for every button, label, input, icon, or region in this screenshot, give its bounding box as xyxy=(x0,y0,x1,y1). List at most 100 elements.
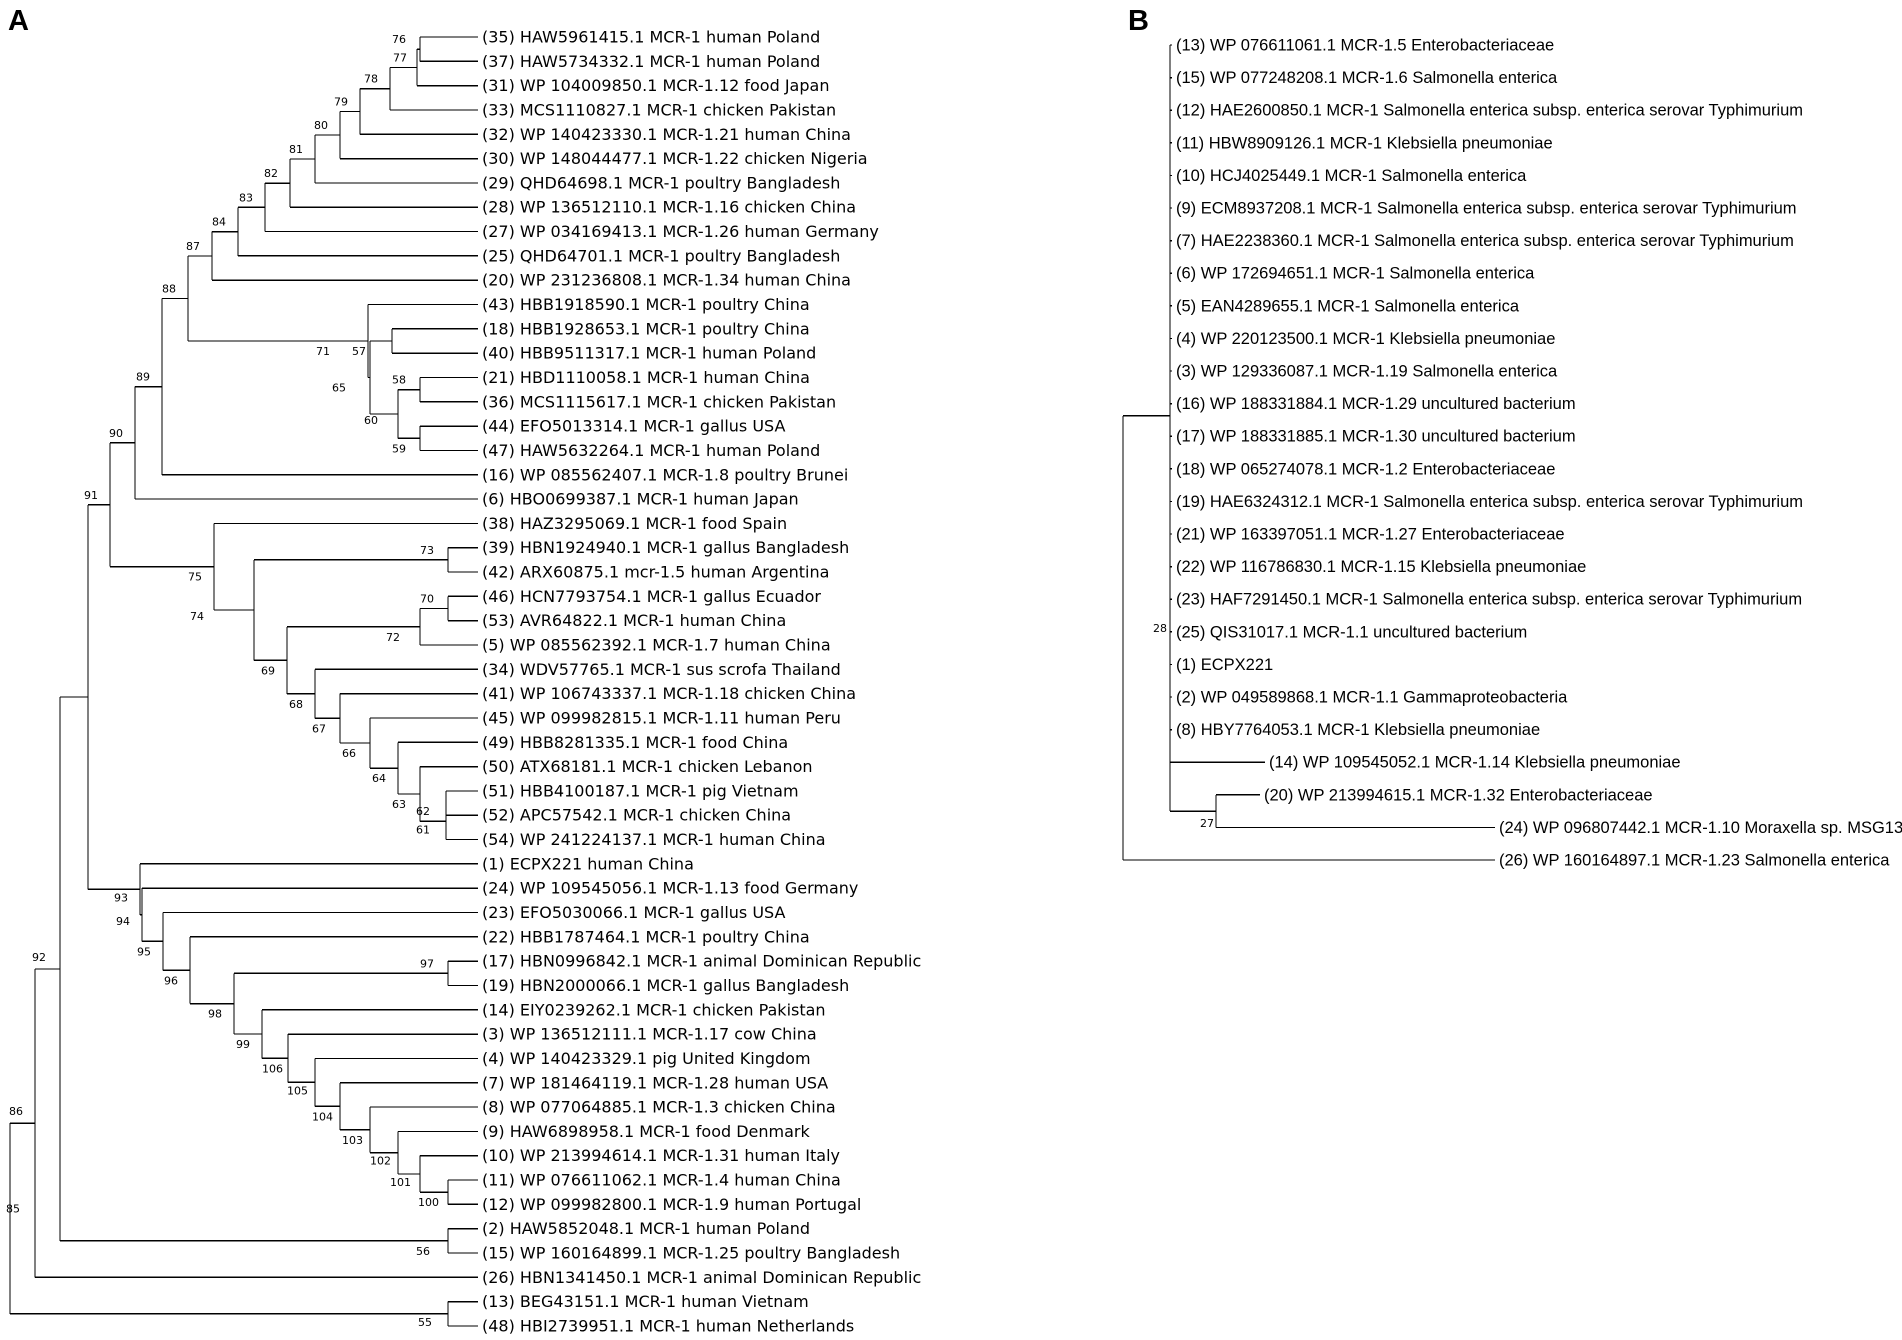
leaf-label-a: (54) WP 241224137.1 MCR-1 human China xyxy=(482,830,826,849)
bootstrap-value: 73 xyxy=(420,544,434,557)
bootstrap-value: 55 xyxy=(418,1316,432,1329)
bootstrap-value: 57 xyxy=(352,345,366,358)
leaf-label-b: (22) WP 116786830.1 MCR-1.15 Klebsiella … xyxy=(1176,558,1586,576)
leaf-label-b: (20) WP 213994615.1 MCR-1.32 Enterobacte… xyxy=(1264,786,1653,804)
leaf-label-a: (16) WP 085562407.1 MCR-1.8 poultry Brun… xyxy=(482,465,848,484)
leaf-label-a: (34) WDV57765.1 MCR-1 sus scrofa Thailan… xyxy=(482,660,841,679)
leaf-label-b: (23) HAF7291450.1 MCR-1 Salmonella enter… xyxy=(1176,591,1802,609)
leaf-label-a: (18) HBB1928653.1 MCR-1 poultry China xyxy=(482,319,810,338)
bootstrap-value: 87 xyxy=(186,240,200,253)
leaf-label-b: (25) QIS31017.1 MCR-1.1 uncultured bacte… xyxy=(1176,623,1527,641)
bootstrap-value: 85 xyxy=(6,1202,20,1215)
leaf-label-a: (36) MCS1115617.1 MCR-1 chicken Pakistan xyxy=(482,392,836,411)
bootstrap-value: 61 xyxy=(416,823,430,836)
bootstrap-value: 67 xyxy=(312,722,326,735)
leaf-label-b: (7) HAE2238360.1 MCR-1 Salmonella enteri… xyxy=(1176,232,1794,250)
bootstrap-value: 101 xyxy=(390,1176,411,1189)
leaf-label-a: (17) HBN0996842.1 MCR-1 animal Dominican… xyxy=(482,952,921,971)
leaf-label-a: (3) WP 136512111.1 MCR-1.17 cow China xyxy=(482,1025,817,1044)
leaf-label-a: (20) WP 231236808.1 MCR-1.34 human China xyxy=(482,271,851,290)
bootstrap-value: 79 xyxy=(334,95,348,108)
leaf-label-b: (18) WP 065274078.1 MCR-1.2 Enterobacter… xyxy=(1176,460,1555,478)
leaf-label-b: (17) WP 188331885.1 MCR-1.30 uncultured … xyxy=(1176,428,1576,446)
leaf-label-a: (22) HBB1787464.1 MCR-1 poultry China xyxy=(482,927,810,946)
bootstrap-value: 103 xyxy=(342,1134,363,1147)
leaf-label-a: (38) HAZ3295069.1 MCR-1 food Spain xyxy=(482,514,787,533)
leaf-label-a: (26) HBN1341450.1 MCR-1 animal Dominican… xyxy=(482,1268,921,1287)
leaf-label-b: (3) WP 129336087.1 MCR-1.19 Salmonella e… xyxy=(1176,363,1558,381)
bootstrap-value: 99 xyxy=(236,1038,250,1051)
bootstrap-value: 92 xyxy=(32,951,46,964)
leaf-label-a: (24) WP 109545056.1 MCR-1.13 food German… xyxy=(482,879,858,898)
leaf-label-a: (49) HBB8281335.1 MCR-1 food China xyxy=(482,733,788,752)
leaf-label-a: (2) HAW5852048.1 MCR-1 human Poland xyxy=(482,1219,810,1238)
leaf-label-b: (19) HAE6324312.1 MCR-1 Salmonella enter… xyxy=(1176,493,1803,511)
bootstrap-value: 80 xyxy=(314,119,328,132)
bootstrap-value: 63 xyxy=(392,798,406,811)
bootstrap-value: 89 xyxy=(136,371,150,384)
leaf-label-a: (4) WP 140423329.1 pig United Kingdom xyxy=(482,1049,811,1068)
tree-panel-a: 7677787980818283848757585960657188899073… xyxy=(6,28,921,1336)
bootstrap-value: 74 xyxy=(190,610,204,623)
leaf-label-a: (48) HBI2739951.1 MCR-1 human Netherland… xyxy=(482,1316,854,1335)
bootstrap-value: 72 xyxy=(386,631,400,644)
leaf-label-a: (27) WP 034169413.1 MCR-1.26 human Germa… xyxy=(482,222,879,241)
leaf-label-b: (13) WP 076611061.1 MCR-1.5 Enterobacter… xyxy=(1176,37,1554,55)
bootstrap-value: 82 xyxy=(264,167,278,180)
leaf-label-a: (19) HBN2000066.1 MCR-1 gallus Banglades… xyxy=(482,976,849,995)
bootstrap-value: 91 xyxy=(84,489,98,502)
leaf-label-b: (26) WP 160164897.1 MCR-1.23 Salmonella … xyxy=(1499,852,1890,870)
bootstrap-value: 27 xyxy=(1200,817,1214,830)
leaf-label-a: (8) WP 077064885.1 MCR-1.3 chicken China xyxy=(482,1098,836,1117)
leaf-label-a: (52) APC57542.1 MCR-1 chicken China xyxy=(482,806,791,825)
leaf-label-a: (31) WP 104009850.1 MCR-1.12 food Japan xyxy=(482,76,829,95)
bootstrap-value: 69 xyxy=(261,664,275,677)
leaf-label-b: (15) WP 077248208.1 MCR-1.6 Salmonella e… xyxy=(1176,69,1558,87)
bootstrap-value: 86 xyxy=(9,1105,23,1118)
leaf-label-b: (21) WP 163397051.1 MCR-1.27 Enterobacte… xyxy=(1176,526,1565,544)
bootstrap-value: 75 xyxy=(188,571,202,584)
leaf-label-b: (11) HBW8909126.1 MCR-1 Klebsiella pneum… xyxy=(1176,134,1553,152)
bootstrap-value: 102 xyxy=(370,1155,391,1168)
leaf-label-a: (30) WP 148044477.1 MCR-1.22 chicken Nig… xyxy=(482,149,868,168)
bootstrap-value: 95 xyxy=(137,945,151,958)
bootstrap-value: 65 xyxy=(332,381,346,394)
bootstrap-value: 77 xyxy=(393,51,407,64)
bootstrap-value: 105 xyxy=(287,1084,308,1097)
bootstrap-value: 94 xyxy=(116,915,130,928)
leaf-label-a: (15) WP 160164899.1 MCR-1.25 poultry Ban… xyxy=(482,1244,900,1263)
leaf-label-a: (39) HBN1924940.1 MCR-1 gallus Banglades… xyxy=(482,538,849,557)
bootstrap-value: 97 xyxy=(420,957,434,970)
leaf-label-a: (47) HAW5632264.1 MCR-1 human Poland xyxy=(482,441,820,460)
leaf-label-a: (41) WP 106743337.1 MCR-1.18 chicken Chi… xyxy=(482,684,856,703)
bootstrap-value: 66 xyxy=(342,747,356,760)
bootstrap-value: 90 xyxy=(109,427,123,440)
leaf-label-a: (35) HAW5961415.1 MCR-1 human Poland xyxy=(482,28,820,47)
bootstrap-value: 83 xyxy=(239,191,253,204)
leaf-label-a: (51) HBB4100187.1 MCR-1 pig Vietnam xyxy=(482,781,799,800)
leaf-label-a: (21) HBD1110058.1 MCR-1 human China xyxy=(482,368,810,387)
leaf-label-a: (42) ARX60875.1 mcr-1.5 human Argentina xyxy=(482,563,829,582)
leaf-label-a: (40) HBB9511317.1 MCR-1 human Poland xyxy=(482,344,816,363)
bootstrap-value: 76 xyxy=(392,33,406,46)
leaf-label-a: (53) AVR64822.1 MCR-1 human China xyxy=(482,611,786,630)
leaf-label-a: (14) EIY0239262.1 MCR-1 chicken Pakistan xyxy=(482,1000,826,1019)
leaf-label-a: (10) WP 213994614.1 MCR-1.31 human Italy xyxy=(482,1146,840,1165)
bootstrap-value: 96 xyxy=(164,974,178,987)
leaf-label-a: (23) EFO5030066.1 MCR-1 gallus USA xyxy=(482,903,786,922)
leaf-label-a: (12) WP 099982800.1 MCR-1.9 human Portug… xyxy=(482,1195,861,1214)
leaf-label-a: (25) QHD64701.1 MCR-1 poultry Bangladesh xyxy=(482,246,840,265)
bootstrap-value: 58 xyxy=(392,374,406,387)
leaf-label-a: (1) ECPX221 human China xyxy=(482,854,694,873)
leaf-label-b: (5) EAN4289655.1 MCR-1 Salmonella enteri… xyxy=(1176,297,1520,315)
bootstrap-value: 88 xyxy=(162,282,176,295)
leaf-label-a: (32) WP 140423330.1 MCR-1.21 human China xyxy=(482,125,851,144)
bootstrap-value: 64 xyxy=(372,772,386,785)
leaf-label-b: (1) ECPX221 xyxy=(1176,656,1273,674)
bootstrap-value: 81 xyxy=(289,143,303,156)
leaf-label-a: (29) QHD64698.1 MCR-1 poultry Bangladesh xyxy=(482,173,840,192)
leaf-label-a: (5) WP 085562392.1 MCR-1.7 human China xyxy=(482,636,831,655)
leaf-label-b: (6) WP 172694651.1 MCR-1 Salmonella ente… xyxy=(1176,265,1535,283)
